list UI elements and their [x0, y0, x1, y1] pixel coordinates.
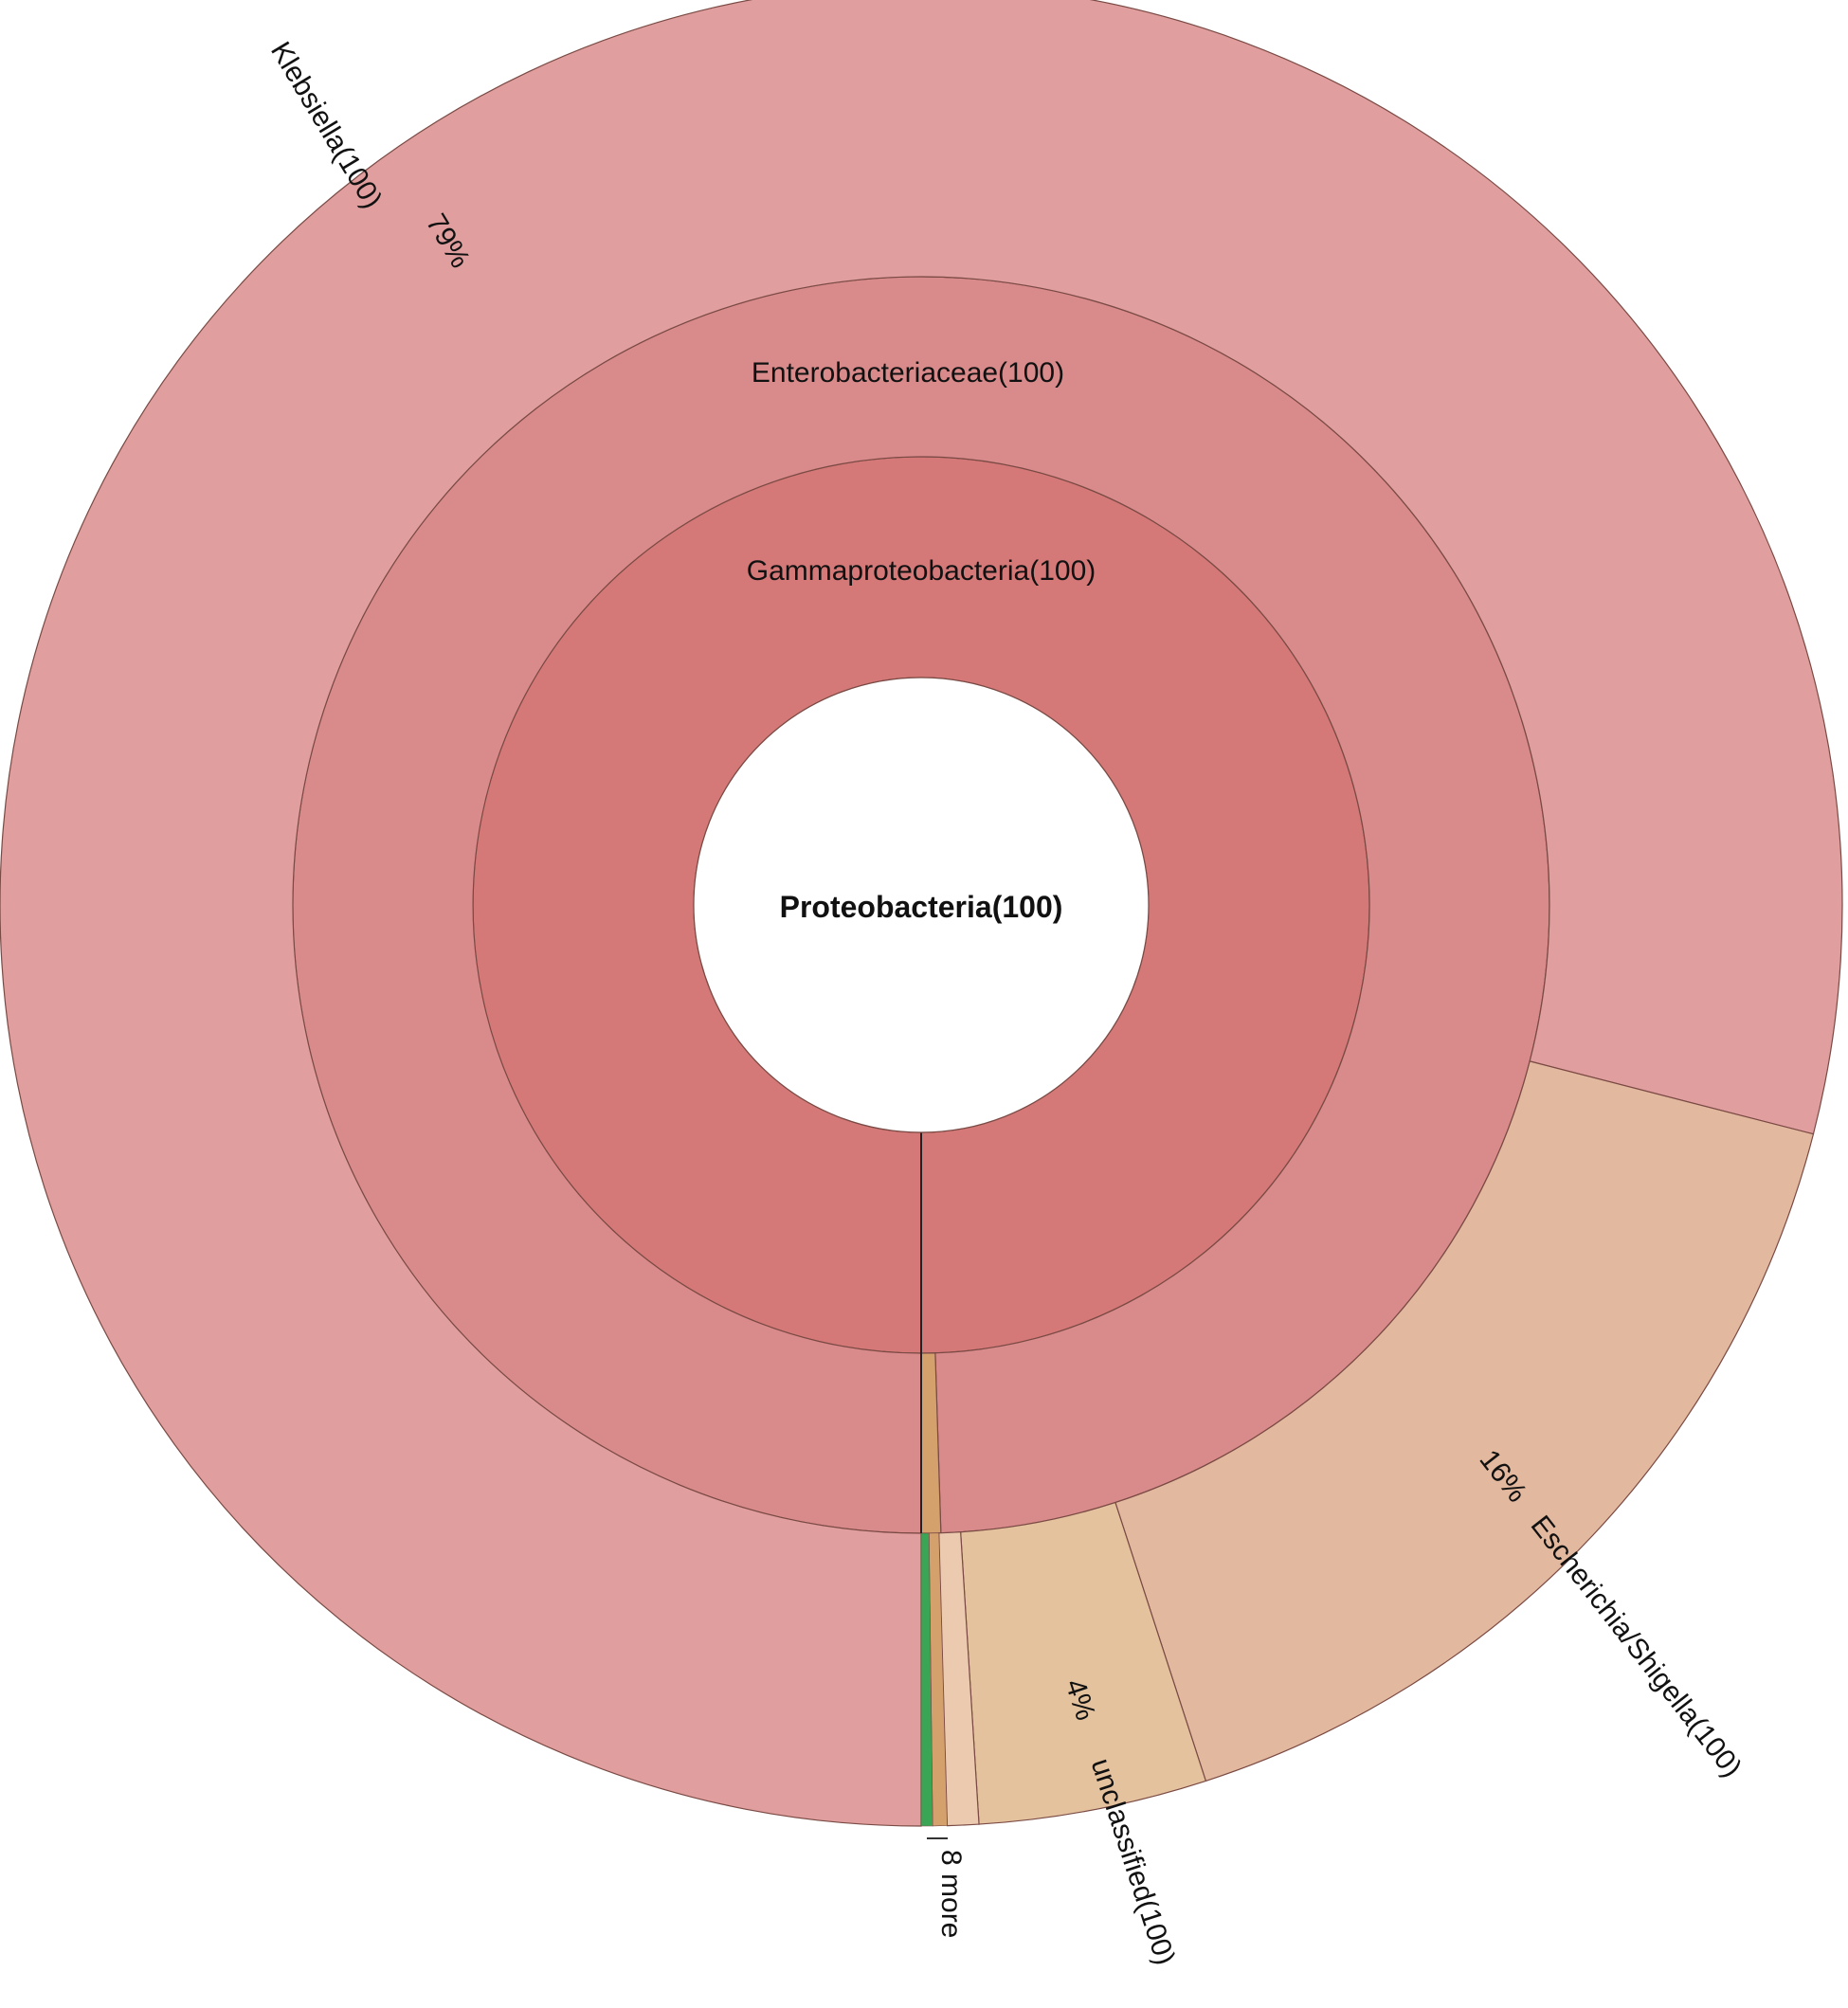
segment-genus-klebsiella[interactable]: [0, 0, 1843, 1827]
more-label-group: 8 more: [935, 1850, 967, 1938]
center-label-proteobacteria: Proteobacteria(100): [780, 890, 1063, 924]
ring-label-gammaproteobacteria: Gammaproteobacteria(100): [747, 555, 1096, 587]
escherichia-shigella-label: Escherichia/Shigella(100): [1525, 1510, 1748, 1782]
center-disc[interactable]: [693, 677, 1150, 1133]
more-label: 8 more: [935, 1850, 967, 1938]
ring-label-enterobacteriaceae: Enterobacteriaceae(100): [752, 357, 1064, 389]
segment-genus-escherichia-shigella[interactable]: [1114, 1060, 1815, 1782]
klebsiella-label: Klebsiella(100): [264, 37, 388, 214]
chart-segments: [0, 0, 1843, 1827]
